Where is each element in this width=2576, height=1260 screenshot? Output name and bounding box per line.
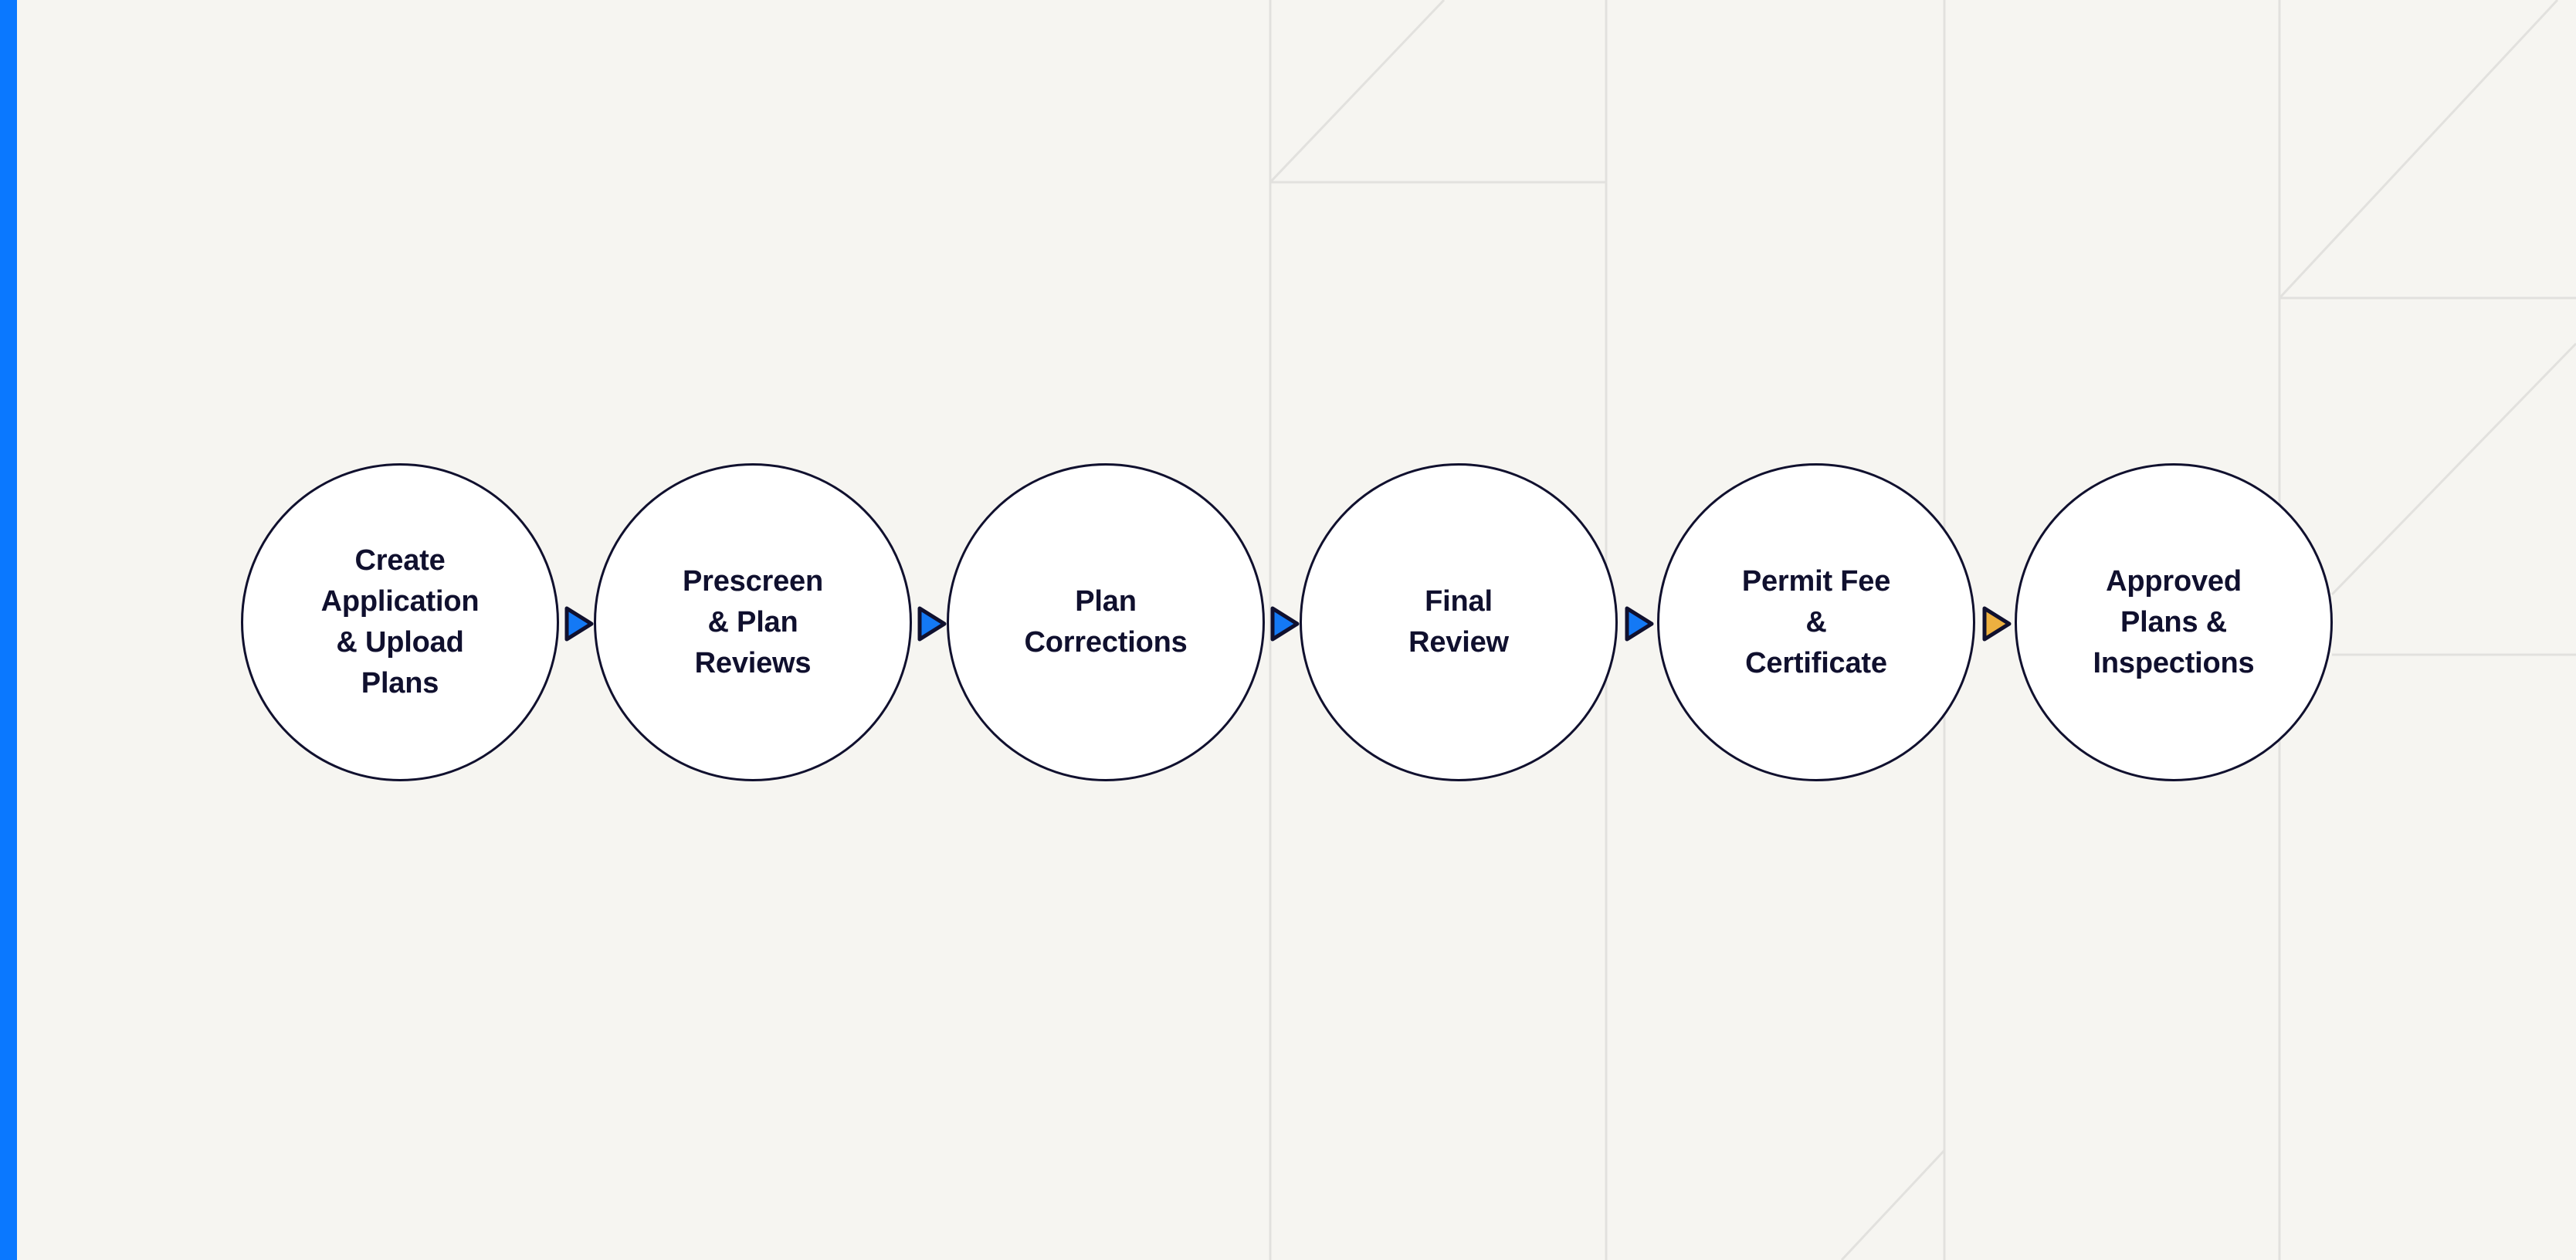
step-label: Plan Corrections (1024, 585, 1188, 659)
step-label: Prescreen & Plan Reviews (682, 564, 823, 679)
step-prescreen-plan-reviews: Prescreen & Plan Reviews (594, 463, 912, 781)
step-label: Create Application & Upload Plans (320, 544, 480, 699)
step-permit-fee-certificate: Permit Fee & Certificate (1657, 463, 1975, 781)
step-final-review: Final Review (1300, 463, 1618, 781)
arrow-right-icon (564, 606, 594, 642)
arrow-right-icon (1625, 606, 1654, 642)
step-label: Final Review (1408, 585, 1509, 659)
step-create-application: Create Application & Upload Plans (241, 463, 559, 781)
step-label: Approved Plans & Inspections (2093, 564, 2255, 679)
step-approved-plans-inspections: Approved Plans & Inspections (2015, 463, 2333, 781)
step-label: Permit Fee & Certificate (1741, 564, 1891, 679)
accent-bar (0, 0, 17, 1260)
arrow-right-icon (1270, 606, 1300, 642)
arrow-right-icon-highlight (1982, 606, 2012, 642)
arrow-right-icon (917, 606, 947, 642)
step-plan-corrections: Plan Corrections (947, 463, 1265, 781)
